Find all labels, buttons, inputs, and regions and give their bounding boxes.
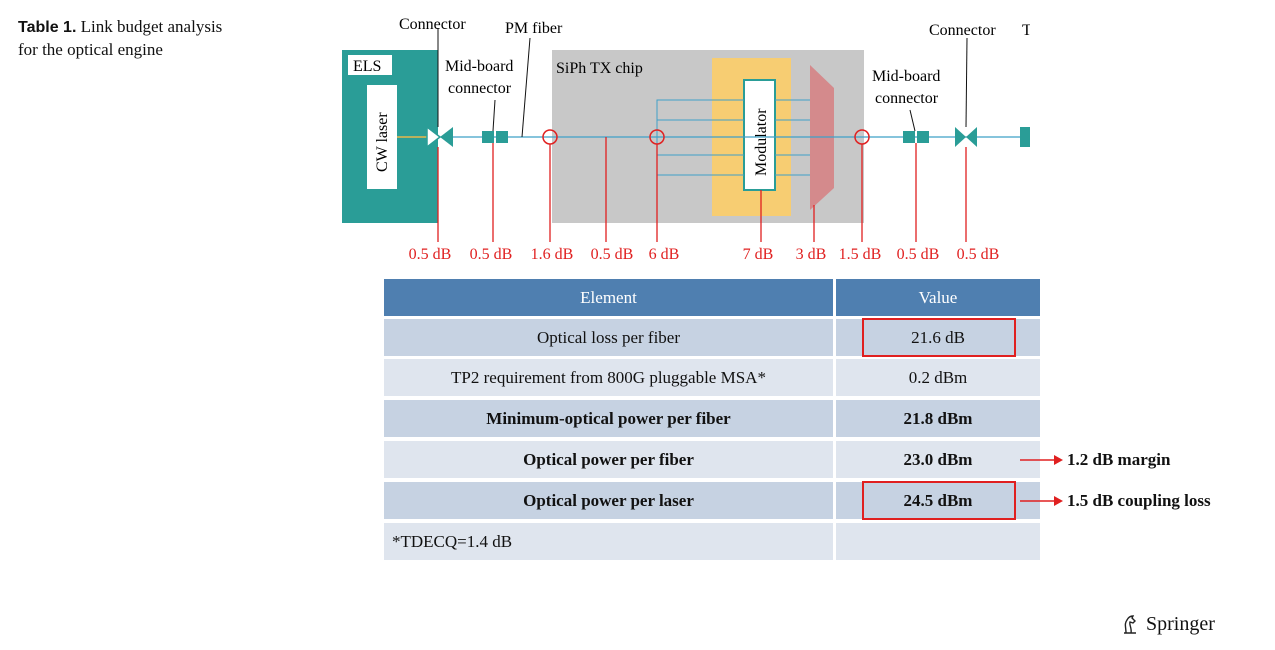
table-header-element: Element [384, 279, 833, 316]
coupling-arrow-head [1054, 496, 1063, 506]
connector-left-half-a [426, 125, 442, 149]
cw-laser-box [367, 85, 397, 189]
tp2-label: TP2 [1022, 22, 1030, 39]
loss-leaders [437, 137, 967, 242]
table-cell-value: 0.2 dBm [836, 359, 1040, 396]
siph-label: SiPh TX chip [556, 60, 643, 77]
highlight-box-laser [862, 481, 1016, 520]
highlight-box-loss [862, 318, 1016, 357]
caption-text-line1: Link budget analysis [80, 17, 223, 36]
caption-label: Table 1. [18, 19, 77, 36]
table-cell-element: Optical power per laser [384, 482, 833, 519]
midboard-right-a [903, 131, 915, 143]
loss-label-1: 0.5 dB [409, 246, 452, 263]
margin-arrow-head [1054, 455, 1063, 465]
connector-right-half-b [966, 127, 977, 147]
loss-label-5: 6 dB [649, 246, 680, 263]
cw-laser-label: CW laser [374, 112, 391, 172]
modulator-label: Modulator [753, 108, 770, 176]
label-leaders [437, 28, 968, 138]
midboard-left-b [496, 131, 508, 143]
table-header-value: Value [836, 279, 1040, 316]
loss-label-10: 0.5 dB [957, 246, 1000, 263]
midboard-right-label-1: Mid-board [872, 68, 940, 85]
loss-label-6: 7 dB [743, 246, 774, 263]
springer-horse-icon [1124, 615, 1136, 634]
table-cell-element: Optical loss per fiber [384, 319, 833, 356]
springer-logo: Springer [1118, 612, 1215, 636]
loss-label-3: 1.6 dB [531, 246, 574, 263]
els-label: ELS [353, 58, 381, 75]
connector-right-half-a [955, 127, 966, 147]
table-cell-element: Minimum-optical power per fiber [384, 400, 833, 437]
table-caption: Table 1. Link budget analysis for the op… [18, 16, 318, 61]
loss-label-7: 3 dB [796, 246, 827, 263]
els-label-box [348, 55, 392, 75]
table-footnote: *TDECQ=1.4 dB [384, 523, 833, 560]
midboard-left-label-1: Mid-board [445, 58, 513, 75]
tp2-square [1020, 127, 1030, 147]
table-cell-element: Optical power per fiber [384, 441, 833, 478]
margin-note: 1.2 dB margin [1067, 450, 1171, 469]
loss-label-4: 0.5 dB [591, 246, 634, 263]
table-cell-value: 23.0 dBm [836, 441, 1040, 478]
connector-left-half-b [440, 127, 453, 147]
loss-label-9: 0.5 dB [897, 246, 940, 263]
loss-label-8: 1.5 dB [839, 246, 882, 263]
table-cell-value: 21.8 dBm [836, 400, 1040, 437]
midboard-right-label-2: connector [875, 90, 939, 107]
connector-right-label: Connector [929, 22, 996, 39]
link-diagram: ELS CW laser SiPh TX chip Modulator RX [342, 16, 1030, 263]
annotation-arrows [1020, 455, 1063, 506]
midboard-left-a [482, 131, 494, 143]
springer-label: Springer [1146, 612, 1215, 635]
coupling-note: 1.5 dB coupling loss [1067, 491, 1211, 510]
table-cell-value-empty [836, 523, 1040, 560]
table-cell-element: TP2 requirement from 800G pluggable MSA* [384, 359, 833, 396]
midboard-left-label-2: connector [448, 80, 512, 97]
midboard-right-b [917, 131, 929, 143]
connector-left-label: Connector [399, 16, 466, 33]
modulator-box [743, 79, 776, 191]
table-cell-value: 24.5 dBm [836, 482, 1040, 519]
pm-fiber-label: PM fiber [505, 20, 563, 37]
table-cell-value: 21.6 dB [836, 319, 1040, 356]
loss-label-2: 0.5 dB [470, 246, 513, 263]
caption-text-line2: for the optical engine [18, 40, 163, 59]
